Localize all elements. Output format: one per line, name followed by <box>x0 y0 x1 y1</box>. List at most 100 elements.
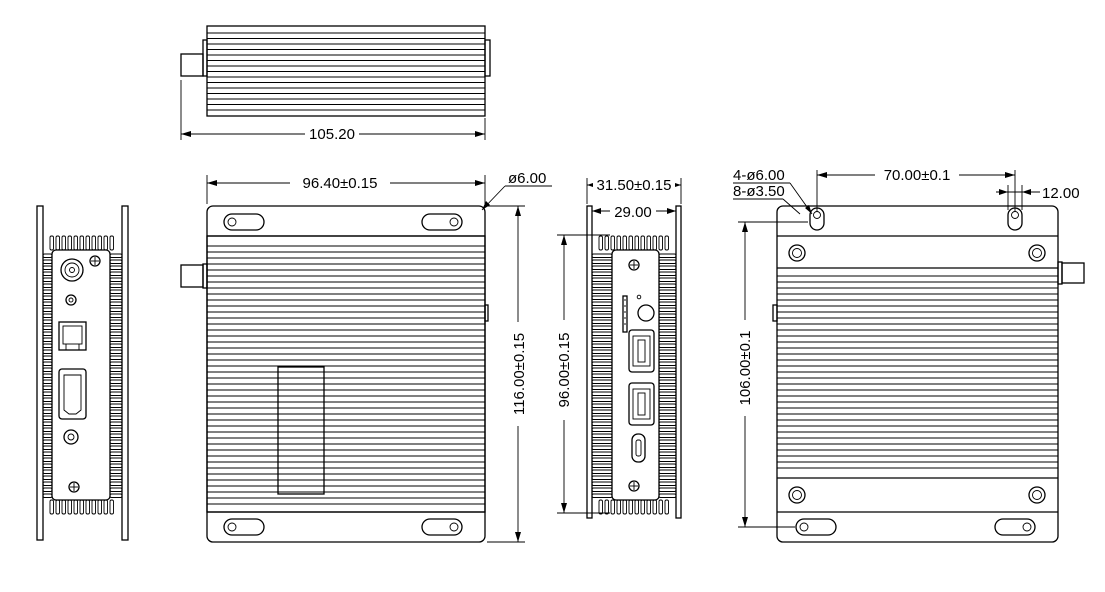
dim-label-front-height: 116.00±0.15 <box>511 333 528 415</box>
heatsink-fin <box>109 361 123 366</box>
screw-icon <box>628 259 640 271</box>
heatsink-fin <box>591 469 613 474</box>
heatsink-fin <box>664 235 669 251</box>
heatsink-fin <box>49 235 54 251</box>
front-view-antenna-connector <box>180 264 204 288</box>
heatsink-fin <box>658 331 677 336</box>
heatsink-fin <box>646 235 651 251</box>
heatsink-fin <box>109 349 123 354</box>
heatsink-fin <box>42 373 53 378</box>
heatsink-fin <box>109 391 123 396</box>
dim-front-height: 116.00±0.15 <box>487 205 528 543</box>
heatsink-fin <box>658 469 677 474</box>
heatsink-fin <box>591 493 613 498</box>
heatsink-fin <box>658 445 677 450</box>
heatsink-fin <box>591 361 613 366</box>
right-side-fins <box>591 235 677 515</box>
heatsink-fin <box>658 319 677 324</box>
heatsink-fin <box>109 307 123 312</box>
heatsink-fin <box>591 427 613 432</box>
heatsink-fin <box>658 433 677 438</box>
heatsink-fin <box>628 499 633 515</box>
heatsink-fin <box>591 409 613 414</box>
heatsink-fin <box>591 301 613 306</box>
dim-bottom-holes-callout: 4-ø6.00 8-ø3.50 <box>733 167 813 215</box>
heatsink-fin <box>42 259 53 264</box>
heatsink-fin <box>591 313 613 318</box>
heatsink-fin <box>109 355 123 360</box>
bottom-view-body <box>776 205 1059 543</box>
heatsink-fin <box>109 439 123 444</box>
heatsink-fin <box>658 295 677 300</box>
heatsink-fin <box>640 235 645 251</box>
heatsink-fin <box>42 265 53 270</box>
heatsink-fin <box>42 415 53 420</box>
heatsink-fin <box>658 325 677 330</box>
left-mount-flange <box>36 205 44 541</box>
ethernet-port-icon <box>58 321 87 351</box>
heatsink-fin <box>49 499 54 515</box>
heatsink-fin <box>634 235 639 251</box>
dim-label-side-width-outer: 31.50±0.15 <box>597 177 672 194</box>
heatsink-fin <box>109 469 123 474</box>
heatsink-fin <box>42 391 53 396</box>
heatsink-fin <box>79 499 84 515</box>
heatsink-fin <box>109 421 123 426</box>
dim-top-length: 105.20 <box>180 80 486 143</box>
heatsink-fin <box>109 379 123 384</box>
heatsink-fin <box>103 499 108 515</box>
heatsink-fin <box>109 499 114 515</box>
heatsink-fin <box>109 283 123 288</box>
heatsink-fin <box>658 421 677 426</box>
screw-icon <box>89 255 101 267</box>
dim-label-side-width-inner: 29.00 <box>614 204 652 221</box>
heatsink-fin <box>42 385 53 390</box>
dim-bottom-hole-height: 106.00±0.1 <box>736 221 808 528</box>
heatsink-fin <box>591 457 613 462</box>
heatsink-fin <box>42 457 53 462</box>
dim-label-bottom-slot-width: 12.00 <box>1042 185 1080 202</box>
heatsink-fin <box>658 289 677 294</box>
heatsink-fin <box>664 499 669 515</box>
heatsink-fin <box>616 499 621 515</box>
dim-side-height: 96.00±0.15 <box>555 234 610 514</box>
heatsink-fin <box>42 283 53 288</box>
heatsink-fin <box>42 421 53 426</box>
heatsink-fin <box>109 493 123 498</box>
led-indicator-icon <box>65 294 77 306</box>
heatsink-fin <box>622 499 627 515</box>
heatsink-fin <box>591 253 613 258</box>
heatsink-fin <box>591 319 613 324</box>
heatsink-fin <box>658 343 677 348</box>
heatsink-fin <box>591 367 613 372</box>
heatsink-fin <box>591 403 613 408</box>
heatsink-fin <box>109 445 123 450</box>
bottom-view-fins <box>777 275 1058 469</box>
heatsink-fin <box>658 439 677 444</box>
dc-power-jack-icon <box>63 429 79 445</box>
heatsink-fin <box>658 313 677 318</box>
mounting-slot-icon <box>994 518 1036 536</box>
heatsink-fin <box>591 445 613 450</box>
heatsink-fin <box>109 367 123 372</box>
heatsink-fin <box>42 403 53 408</box>
heatsink-fin <box>109 403 123 408</box>
heatsink-fin <box>42 409 53 414</box>
heatsink-fin <box>598 499 603 515</box>
heatsink-fin <box>658 259 677 264</box>
heatsink-fin <box>109 271 123 276</box>
heatsink-fin <box>658 307 677 312</box>
heatsink-fin <box>109 397 123 402</box>
heatsink-fin <box>658 265 677 270</box>
heatsink-fin <box>658 301 677 306</box>
heatsink-fin <box>42 301 53 306</box>
hdmi-port-icon <box>58 368 87 420</box>
heatsink-fin <box>61 235 66 251</box>
top-view-body <box>206 25 486 117</box>
dim-corner-radius: ø6.00 <box>481 170 552 211</box>
dim-side-width-inner: 29.00 <box>591 202 677 221</box>
heatsink-fin <box>658 499 663 515</box>
heatsink-fin <box>658 493 677 498</box>
heatsink-fin <box>109 325 123 330</box>
usb-a-port-icon <box>628 382 655 426</box>
